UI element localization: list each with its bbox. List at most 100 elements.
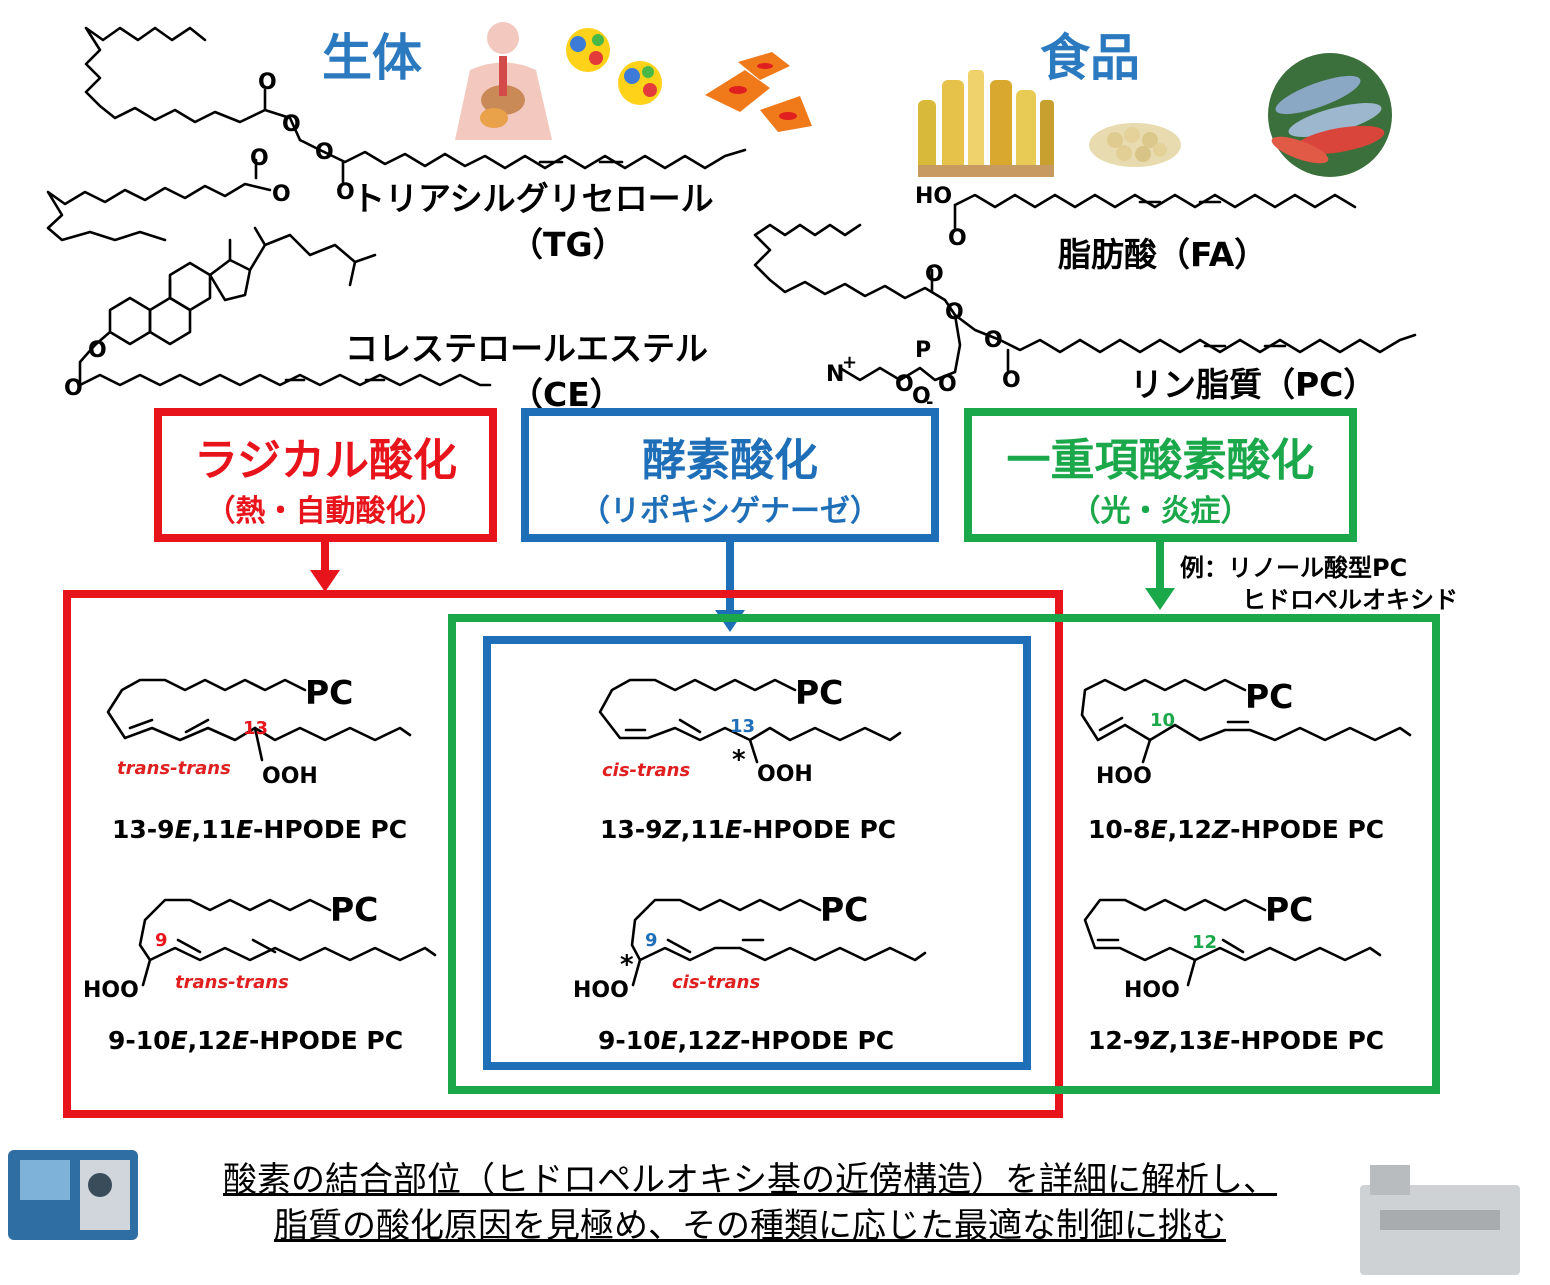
enzyme-sub: （リポキシゲナーゼ）: [580, 494, 880, 529]
hpode3-pc: PC: [795, 673, 844, 712]
mass-spectrometer-icon: [8, 1150, 1520, 1275]
hpode6-pc: PC: [1265, 890, 1314, 929]
header-food: 食品: [1040, 29, 1140, 87]
hpode-13-9Z11E-skeleton: [598, 678, 902, 764]
hpode1-pc: PC: [305, 673, 354, 712]
hpode2-tag: trans-trans: [175, 972, 289, 993]
chol-methyl-3: [253, 226, 267, 247]
pc-atom-minus: -: [926, 392, 934, 413]
hpode-12-9Z13E-skeleton: [1083, 898, 1382, 987]
hpode4-tag: cis-trans: [672, 972, 761, 993]
hpode5-pc: PC: [1245, 677, 1294, 716]
hpode5-name: 10-8E,12Z-HPODE PC: [1088, 815, 1385, 844]
hpode5-pos: 10: [1150, 710, 1176, 731]
pc-atom-o7: O: [912, 384, 931, 409]
pc-atom-plus: +: [842, 352, 858, 373]
tg-atom-o3: O: [315, 140, 334, 165]
hpode2-name: 9-10E,12E-HPODE PC: [108, 1026, 404, 1055]
example-line2: ヒドロペルオキシド: [1242, 586, 1458, 614]
hpode1-ooh: OOH: [262, 764, 318, 789]
pc-atom-o3: O: [984, 328, 1003, 353]
ce-ester-link: [78, 330, 112, 387]
cell-icon: [705, 52, 812, 132]
ce-atom-o2: O: [64, 376, 83, 401]
label-fa: 脂肪酸（FA）: [1058, 235, 1268, 274]
fa-atom-o: O: [948, 226, 967, 251]
label-ce: コレステロールエステル: [345, 329, 708, 368]
bottom-line-1: 酸素の結合部位（ヒドロペルオキシ基の近傍構造）を詳細に解析し、: [223, 1160, 1277, 1200]
fish-icon: [1268, 53, 1392, 177]
soybeans-icon: [1089, 123, 1181, 167]
oil-bottles-icon: [918, 70, 1054, 177]
singlet-sub: （光・炎症）: [1070, 494, 1251, 529]
pc-atom-n: N: [826, 362, 845, 387]
hpode1-name: 13-9E,11E-HPODE PC: [112, 815, 408, 844]
hpode4-pos: 9: [645, 930, 658, 951]
hpode3-pos: 13: [730, 716, 756, 737]
hpode4-hoo: HOO: [573, 978, 629, 1003]
radical-sub: （熱・自動酸化）: [205, 494, 446, 529]
tg-atom-o1: O: [258, 70, 277, 95]
header-body: 生体: [322, 29, 422, 87]
tg-atom-o6: O: [336, 180, 355, 205]
label-tg-abbr: （TG）: [510, 225, 626, 264]
enzyme-result-frame: [483, 636, 1031, 1070]
label-ce-abbr: （CE）: [510, 375, 623, 414]
pc-atom-o4: O: [1002, 368, 1021, 393]
hpode6-hoo: HOO: [1124, 978, 1180, 1003]
label-tg: トリアシルグリセロール: [352, 179, 714, 218]
tg-chain-2: [298, 138, 747, 170]
hpode2-hoo: HOO: [83, 978, 139, 1003]
pc-chain-1: [753, 223, 957, 317]
radical-title: ラジカル酸化: [193, 435, 458, 486]
hpode6-pos: 12: [1192, 932, 1218, 953]
hpode1-tag: trans-trans: [117, 758, 231, 779]
hpode5-hoo: HOO: [1096, 764, 1152, 789]
hpode6-name: 12-9Z,13E-HPODE PC: [1088, 1026, 1385, 1055]
tg-atom-o4: O: [250, 146, 269, 171]
tg-atom-o5: O: [272, 182, 291, 207]
hpode3-name: 13-9Z,11E-HPODE PC: [600, 815, 897, 844]
example-line1: 例：リノール酸型PC: [1180, 554, 1408, 582]
ce-atom-o1: O: [88, 338, 107, 363]
radical-result-frame: [63, 590, 1063, 1118]
tg-chain-1: [84, 26, 302, 142]
hpode3-tag: cis-trans: [602, 760, 691, 781]
hpode4-chiral-star: *: [620, 950, 634, 980]
hpode2-pc: PC: [330, 890, 379, 929]
pc-chain-2: [953, 313, 1417, 354]
singlet-title: 一重項酸素酸化: [1006, 435, 1315, 486]
label-pc: リン脂質（PC）: [1130, 365, 1377, 404]
pc-headgroup: [838, 313, 962, 382]
hpode3-ooh: OOH: [757, 762, 813, 787]
hpode4-pc: PC: [820, 890, 869, 929]
chol-ring-d: [208, 258, 252, 302]
fa-chain: [953, 193, 1357, 209]
pc-atom-o6: O: [895, 372, 914, 397]
hpode4-name: 9-10E,12Z-HPODE PC: [598, 1026, 895, 1055]
hpode2-pos: 9: [155, 930, 168, 951]
hpode3-chiral-star: *: [732, 745, 746, 775]
tg-chain-3: [46, 182, 272, 242]
chol-methyl-4: [348, 260, 357, 287]
lipid-droplet-icon: [566, 28, 662, 105]
hpode-9-10E12E-skeleton: [138, 898, 437, 987]
tg-atom-o2: O: [282, 112, 301, 137]
hpode1-pos: 13: [243, 718, 269, 739]
hpode-9-10E12Z-skeleton: [630, 898, 927, 987]
fa-atom-ho: HO: [915, 184, 953, 209]
pc-atom-o5: O: [938, 372, 957, 397]
radical-arrow-head: [310, 570, 340, 592]
pc-atom-o2: O: [945, 300, 964, 325]
bottom-line-2: 脂質の酸化原因を見極め、その種類に応じた最適な制御に挑む: [274, 1206, 1226, 1246]
hpode-13-9E11E-skeleton: [106, 678, 412, 762]
pc-atom-o1: O: [925, 262, 944, 287]
pc-atom-p: P: [915, 338, 932, 363]
human-body-icon: [455, 22, 552, 140]
hpode-10-8E12Z-skeleton: [1080, 678, 1412, 764]
enzyme-title: 酵素酸化: [642, 435, 818, 486]
